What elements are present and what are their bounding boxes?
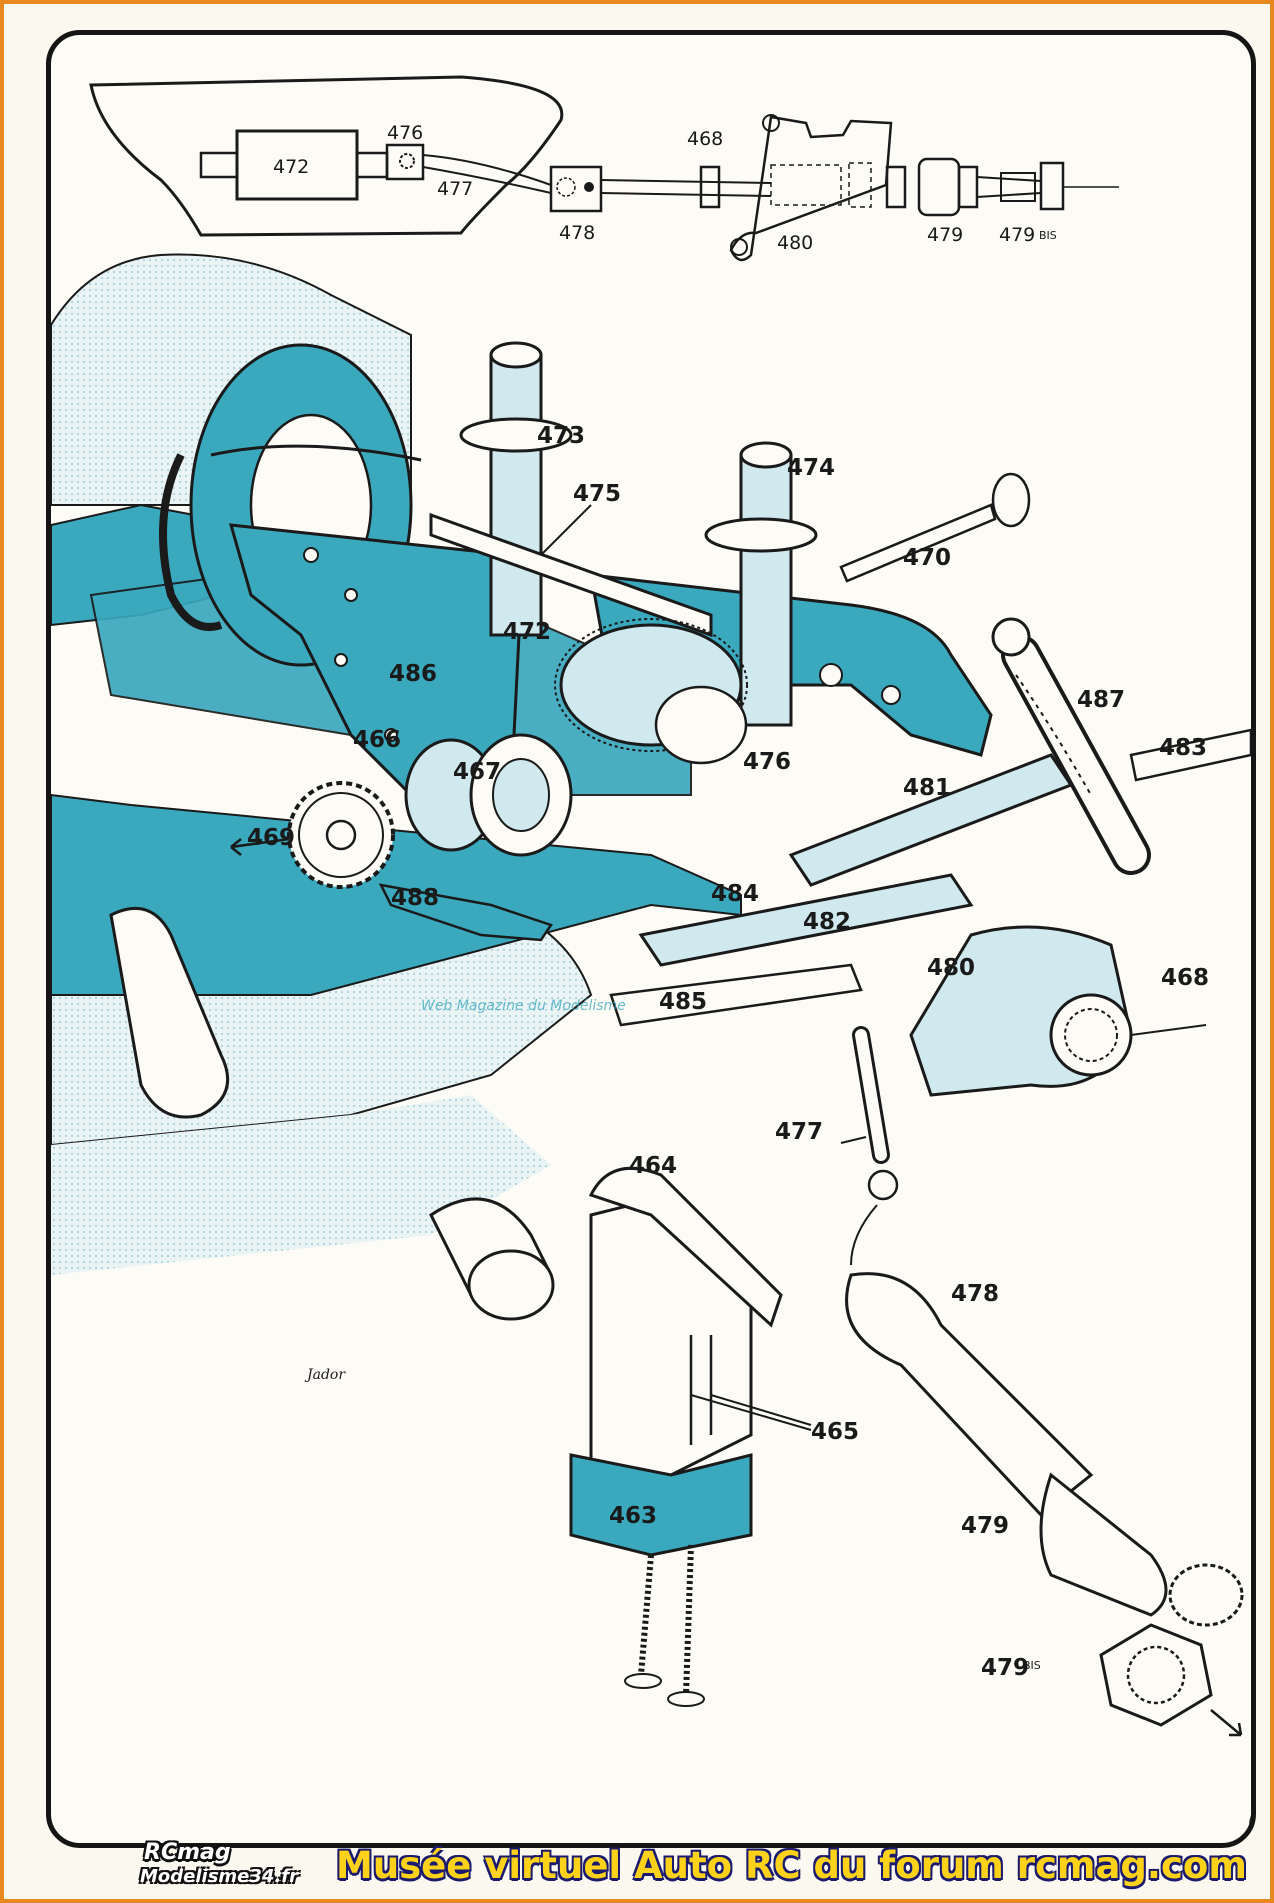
callout-475: 475 [573, 481, 621, 507]
schematic-label-479bis: 479 [999, 224, 1035, 246]
callout-488: 488 [391, 885, 439, 911]
callout-479bis: 479 [981, 1655, 1029, 1681]
schematic-axle [600, 179, 772, 197]
callout-487: 487 [1077, 687, 1125, 713]
callout-481: 481 [903, 775, 951, 801]
callout-479bis-suffix: BIS [1023, 1659, 1041, 1672]
schematic-label-477: 477 [437, 178, 473, 200]
schematic-shaft-right [355, 151, 389, 179]
footer-tagline: Musée virtuel Auto RC du forum rcmag.com [336, 1844, 1247, 1887]
schematic-bearing-dashed [848, 162, 872, 208]
callout-469: 469 [247, 825, 295, 851]
schematic-group: 472 476 477 478 468 480 479 479 BIS [89, 75, 1119, 262]
callout-486: 486 [389, 661, 437, 687]
schematic-label-478: 478 [559, 222, 595, 244]
schematic-upright-eye-top [762, 114, 780, 132]
schematic-sleeve-478 [549, 165, 603, 213]
schematic-bearing-right [885, 165, 907, 209]
callout-484: 484 [711, 881, 759, 907]
schematic-sleeve-hole [556, 177, 576, 197]
schematic-label-480: 480 [777, 232, 813, 254]
watermark: Web Magazine du Modélisme [421, 998, 626, 1014]
schematic-upright-480 [729, 115, 893, 262]
callout-478: 478 [951, 1281, 999, 1307]
upright-480 [909, 925, 1133, 1097]
callout-466: 466 [353, 727, 401, 753]
shock-487 [991, 617, 1151, 875]
callout-468: 468 [1161, 965, 1209, 991]
schematic-shaft [199, 151, 239, 179]
callout-465: 465 [811, 1419, 859, 1445]
logo-rcmag-text: RCmag [144, 1840, 231, 1865]
callout-480: 480 [927, 955, 975, 981]
signature: Jador [304, 1367, 346, 1383]
chassis-floor-shading [51, 1095, 551, 1275]
schematic-label-479: 479 [927, 224, 963, 246]
post-473 [459, 341, 573, 637]
differential-gear [554, 618, 748, 765]
bearing-468 [1049, 993, 1133, 1077]
gear-469 [230, 781, 395, 889]
rcmag-logo[interactable]: RCmag Modelisme34.fr [140, 1840, 330, 1896]
callout-463: 463 [609, 1503, 657, 1529]
logo-site-text: Modelisme34.fr [140, 1866, 298, 1887]
clutch-466-467 [404, 733, 573, 857]
cross-bar-475 [429, 512, 713, 638]
schematic-coupler-hole [399, 153, 415, 169]
pin-483 [1129, 728, 1251, 782]
brake-band [159, 453, 223, 631]
schematic-cable-477 [422, 154, 552, 194]
schematic-label-476: 476 [387, 122, 423, 144]
exhaust-tubes [109, 906, 555, 1321]
manual-page: 472 476 477 478 468 480 479 479 BIS [46, 30, 1256, 1848]
footer-banner: RCmag Modelisme34.fr Musée virtuel Auto … [0, 1838, 1274, 1900]
callout-474: 474 [787, 455, 835, 481]
post-474 [704, 441, 818, 727]
schematic-stub-axle [976, 176, 1042, 198]
callout-472: 472 [503, 619, 551, 645]
schematic-nut-479bis [1039, 161, 1065, 211]
suspension-arms [609, 753, 1074, 1027]
callout-482: 482 [803, 909, 851, 935]
callout-464: 464 [629, 1153, 677, 1179]
exploded-diagram: 472 476 477 478 468 480 479 479 BIS [51, 75, 1251, 1737]
schematic-hub-479 [917, 157, 961, 217]
schematic-bearing-468 [699, 165, 721, 209]
side-plate-holes [303, 547, 398, 742]
callout-470: 470 [903, 545, 951, 571]
schematic-label-479bis-suffix: BIS [1039, 229, 1057, 242]
callout-483: 483 [1159, 735, 1207, 761]
callouts: 473 474 475 470 472 486 487 483 466 467 … [247, 423, 1209, 1681]
schematic-upright-eye-bottom [730, 238, 748, 256]
callout-476: 476 [743, 749, 791, 775]
clamp-463-465 [569, 1166, 783, 1707]
callout-467: 467 [453, 759, 501, 785]
schematic-label-468: 468 [687, 128, 723, 150]
callout-485: 485 [659, 989, 707, 1015]
nut-479bis [1099, 1623, 1243, 1737]
schematic-label-472: 472 [273, 156, 309, 178]
leader-lines [540, 504, 1207, 1431]
schematic-hub-flange [957, 165, 979, 209]
schematic-thread [1000, 172, 1036, 202]
drive-link-477 [850, 1026, 899, 1266]
schematic-coupler-476 [385, 143, 425, 181]
throttle-link-rod [210, 444, 422, 462]
callout-473: 473 [537, 423, 585, 449]
pinion-470 [839, 472, 1031, 583]
schematic-upright-dashed-box [770, 164, 842, 206]
callout-477: 477 [775, 1119, 823, 1145]
schematic-sleeve-dot [584, 182, 594, 192]
lever-488 [378, 883, 553, 942]
schematic-housing-outline [89, 75, 564, 237]
sleeve-478-hub-479 [845, 1272, 1244, 1627]
callout-479: 479 [961, 1513, 1009, 1539]
